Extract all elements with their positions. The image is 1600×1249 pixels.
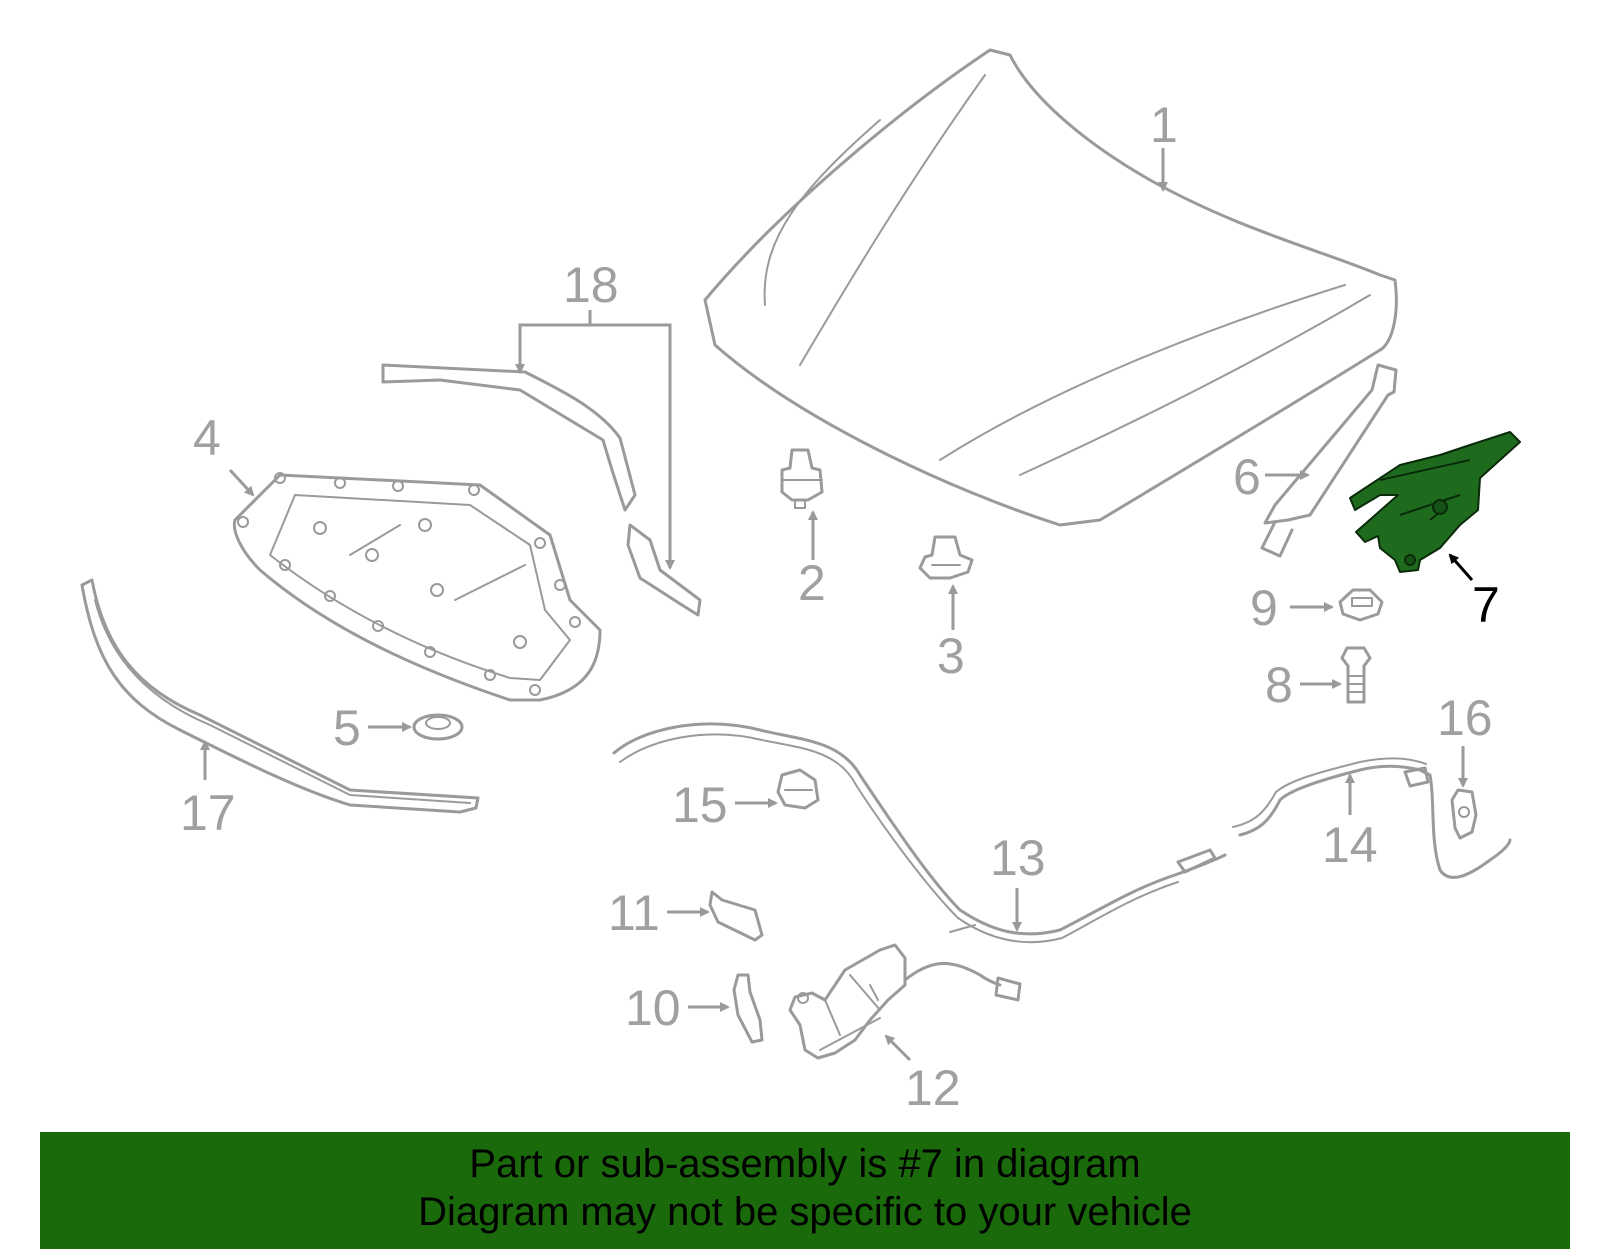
secondary-cable-part [1232,757,1512,879]
hood-latch-part [788,943,1022,1060]
leader-4 [228,468,255,497]
leader-12 [884,1034,912,1062]
callout-6: 6 [1233,449,1261,505]
banner-line-1: Part or sub-assembly is #7 in diagram [469,1142,1141,1186]
callout-11: 11 [608,885,660,941]
leader-7 [1448,553,1474,581]
callout-18: 18 [563,257,619,313]
banner-line-2: Diagram may not be specific to your vehi… [418,1190,1192,1234]
plug-part [412,713,464,741]
callout-10: 10 [625,980,681,1036]
hood-bumper-part [780,448,824,509]
callout-8: 8 [1265,657,1293,713]
callout-3: 3 [937,628,965,684]
bolt-part [1340,646,1372,704]
callout-13: 13 [990,830,1046,886]
release-cable-part [612,722,1227,944]
callout-9: 9 [1250,580,1278,636]
hood-part [703,48,1398,527]
hood-hinge-part-highlighted [1349,431,1521,573]
hood-seal-part [381,363,702,617]
callout-15: 15 [672,777,728,833]
callout-4: 4 [193,410,221,466]
callout-labels: 1 2 3 4 5 6 7 8 9 10 11 12 13 14 15 16 1… [180,97,1500,1116]
weatherstrip-part [80,578,480,814]
info-banner: Part or sub-assembly is #7 in diagram Di… [40,1132,1570,1249]
callout-17: 17 [180,785,236,841]
hood-insulator-part [232,472,602,702]
hood-strut-part [1260,363,1398,558]
hood-stop-part [918,535,974,580]
callout-2: 2 [798,555,826,611]
seal-part-11 [708,890,764,942]
callout-12: 12 [905,1060,961,1116]
callout-14: 14 [1322,817,1378,873]
seal-part-10 [732,973,764,1044]
parts-diagram: 1 2 3 4 5 6 7 8 9 10 11 12 13 14 15 16 1… [80,48,1521,1116]
leader-lines [200,148,1474,1062]
nut-part [1338,588,1384,622]
callout-5: 5 [333,700,361,756]
callout-16: 16 [1437,690,1493,746]
callout-7: 7 [1472,577,1500,633]
cable-clip-part [776,768,820,810]
callout-1: 1 [1150,97,1178,153]
cable-bracket-part [1450,788,1478,840]
